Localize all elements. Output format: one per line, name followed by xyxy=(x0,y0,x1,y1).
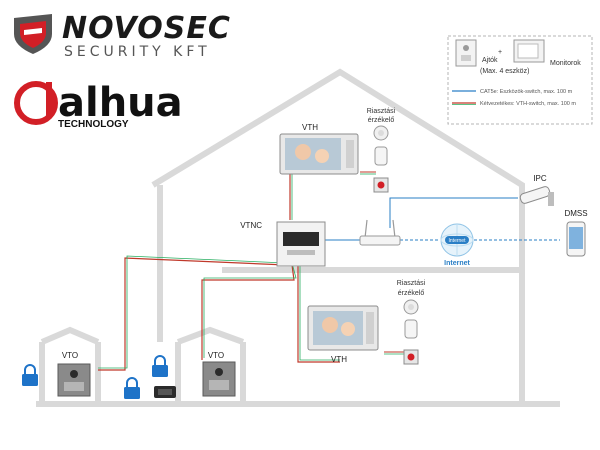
alarm-bottom-label-2: érzékelő xyxy=(398,290,425,297)
legend-doors: Ajtók xyxy=(482,57,498,64)
vto-right-label: VTO xyxy=(208,351,224,360)
vto-right-door-station xyxy=(202,361,236,397)
legend-line2: Kétvezetékes: VTH-switch, max. 100 m xyxy=(480,101,576,107)
house-outline xyxy=(36,68,560,407)
alarm-top-label-2: érzékelő xyxy=(368,117,395,124)
lock-icon xyxy=(22,364,38,386)
globe-badge: Internet xyxy=(449,238,467,244)
router-icon xyxy=(359,219,401,246)
alarm-bottom-sensors xyxy=(403,299,419,365)
alarm-button-icon xyxy=(377,181,385,189)
brand-tagline: SECURITY KFT xyxy=(64,44,211,60)
vto-left-door-station xyxy=(57,363,91,397)
lock-icon xyxy=(124,377,140,399)
vtnc-label: VTNC xyxy=(240,221,262,230)
internet-globe-icon: Internet xyxy=(440,223,474,257)
door-station-icon xyxy=(455,39,477,67)
vth-bottom-monitor xyxy=(307,305,379,351)
internet-label: Internet xyxy=(444,260,470,267)
alarm-button-icon xyxy=(407,353,415,361)
legend-doors-note: (Max. 4 eszköz) xyxy=(480,68,529,75)
vth-bottom-label: VTH xyxy=(331,355,347,364)
partner-name: alhua xyxy=(58,80,183,126)
wiring xyxy=(98,170,560,371)
ip-camera-icon xyxy=(519,186,554,206)
alarm-bottom-label-1: Riasztási xyxy=(397,280,426,287)
legend: + Ajtók Monitorok (Max. 4 eszköz) CAT5e:… xyxy=(447,35,593,125)
partner-sub: TECHNOLOGY xyxy=(58,119,129,130)
dmss-label: DMSS xyxy=(564,209,587,218)
novosec-logo xyxy=(14,14,52,54)
legend-line1: CAT5e: Eszközök-switch, max. 100 m xyxy=(480,89,573,95)
dahua-logo: alhua TECHNOLOGY xyxy=(14,80,183,130)
legend-monitors: Monitorok xyxy=(550,60,581,67)
brand-name: NOVOSEC xyxy=(62,11,231,46)
alarm-top-label-1: Riasztási xyxy=(367,108,396,115)
vtnc-unit xyxy=(276,221,326,267)
lock-icon xyxy=(152,355,168,377)
vth-top-label: VTH xyxy=(302,123,318,132)
vto-left-label: VTO xyxy=(62,351,78,360)
vth-top-monitor xyxy=(279,133,359,175)
ipc-label: IPC xyxy=(533,174,547,183)
legend-plus: + xyxy=(498,49,502,56)
alarm-top-sensors xyxy=(373,125,389,193)
smartphone-icon xyxy=(566,221,586,257)
exit-button-icon xyxy=(154,386,176,398)
